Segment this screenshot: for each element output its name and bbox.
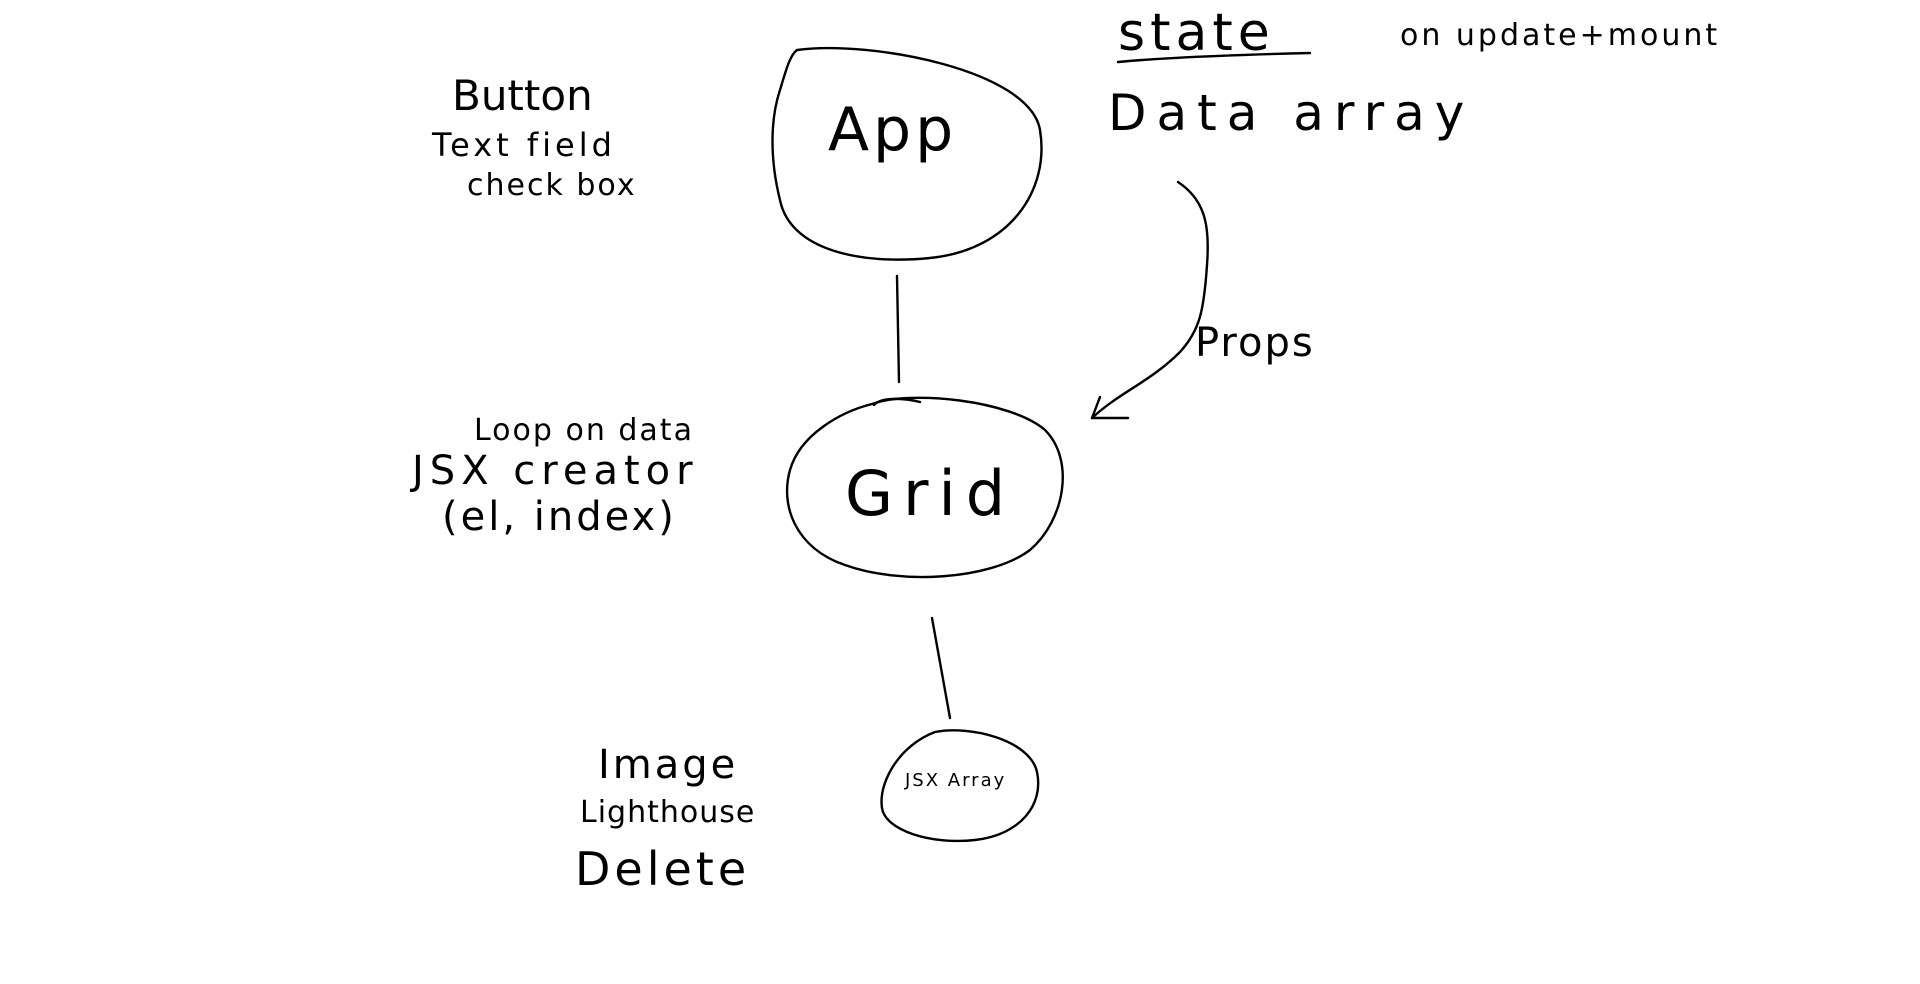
jsx-array-note-line: Image bbox=[598, 742, 738, 788]
jsx-array-note-line: Delete bbox=[575, 842, 750, 896]
app-grid-connector bbox=[895, 274, 901, 384]
state-title-underline bbox=[1116, 51, 1312, 64]
grid-node-top-stroke bbox=[872, 397, 922, 407]
grid-note-line: (el, index) bbox=[442, 494, 677, 540]
app-note-line: check box bbox=[467, 168, 637, 203]
app-node-outline bbox=[771, 46, 1043, 261]
props-arrow-head bbox=[1090, 395, 1130, 420]
jsx-array-note-line: Lighthouse bbox=[580, 795, 755, 830]
jsx-array-node-label: JSX Array bbox=[904, 770, 1006, 791]
jsx-array-notes: Image Lighthouse Delete bbox=[575, 742, 755, 896]
grid-note-line: JSX creator bbox=[409, 448, 699, 494]
state-trigger-note: on update+mount bbox=[1400, 18, 1720, 53]
app-notes: Button Text field check box bbox=[431, 71, 637, 203]
grid-node-outline bbox=[785, 396, 1064, 579]
jsx-array-node-outline bbox=[880, 729, 1040, 843]
grid-notes: Loop on data JSX creator (el, index) bbox=[409, 413, 699, 540]
grid-jsx-connector bbox=[930, 616, 952, 720]
props-edge-label: Props bbox=[1195, 320, 1315, 366]
grid-node-label: Grid bbox=[845, 457, 1015, 530]
props-arrow-curve bbox=[1090, 180, 1209, 420]
state-value: Data array bbox=[1108, 84, 1474, 142]
app-note-line: Text field bbox=[431, 126, 616, 164]
state-title: state bbox=[1118, 3, 1275, 63]
app-note-line: Button bbox=[452, 71, 593, 120]
grid-note-line: Loop on data bbox=[474, 413, 694, 448]
app-node-label: App bbox=[828, 95, 957, 165]
